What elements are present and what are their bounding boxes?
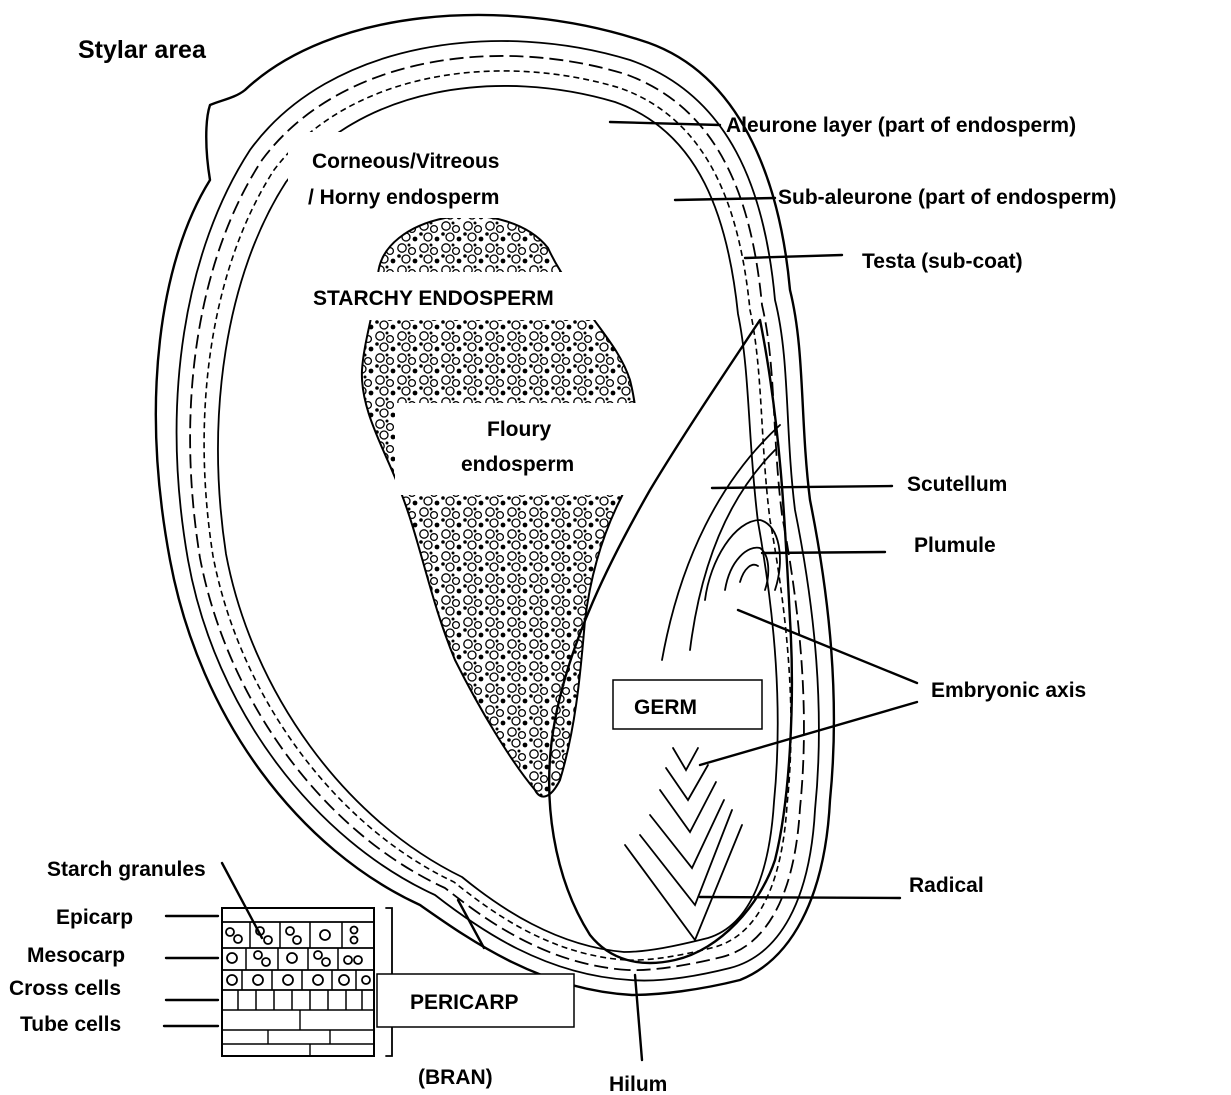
radicle-chevron (666, 765, 708, 800)
plumule-shape (740, 565, 758, 582)
label-embryonic-axis: Embryonic axis (931, 679, 1086, 702)
label-hilum: Hilum (609, 1073, 667, 1095)
radicle-chevron (640, 810, 732, 905)
label-testa: Testa (sub-coat) (862, 250, 1023, 273)
label-cross-cells: Cross cells (9, 977, 121, 1000)
title-stylar-area: Stylar area (78, 36, 207, 64)
label-aleurone-layer: Aleurone layer (part of endosperm) (726, 114, 1076, 137)
label-floury-1: Floury (487, 418, 551, 441)
radicle-chevron (660, 782, 716, 832)
label-mesocarp: Mesocarp (27, 944, 125, 967)
label-plumule: Plumule (914, 534, 996, 557)
label-sub-aleurone: Sub-aleurone (part of endosperm) (778, 186, 1116, 209)
label-corneous-2: / Horny endosperm (308, 186, 499, 209)
label-bran: (BRAN) (418, 1066, 493, 1089)
label-scutellum: Scutellum (907, 473, 1007, 496)
label-corneous-1: Corneous/Vitreous (312, 150, 499, 173)
radicle-chevron (673, 748, 698, 770)
label-starch-granules: Starch granules (47, 858, 206, 881)
label-tube-cells: Tube cells (20, 1013, 121, 1036)
label-germ: GERM (634, 696, 697, 719)
bran-cross-section (222, 908, 392, 1056)
label-pericarp: PERICARP (410, 991, 519, 1014)
radicle-chevron (625, 825, 742, 940)
label-floury-2: endosperm (461, 453, 574, 476)
label-radical: Radical (909, 874, 984, 897)
label-epicarp: Epicarp (56, 906, 133, 929)
label-starchy-endosperm: STARCHY ENDOSPERM (313, 287, 554, 310)
